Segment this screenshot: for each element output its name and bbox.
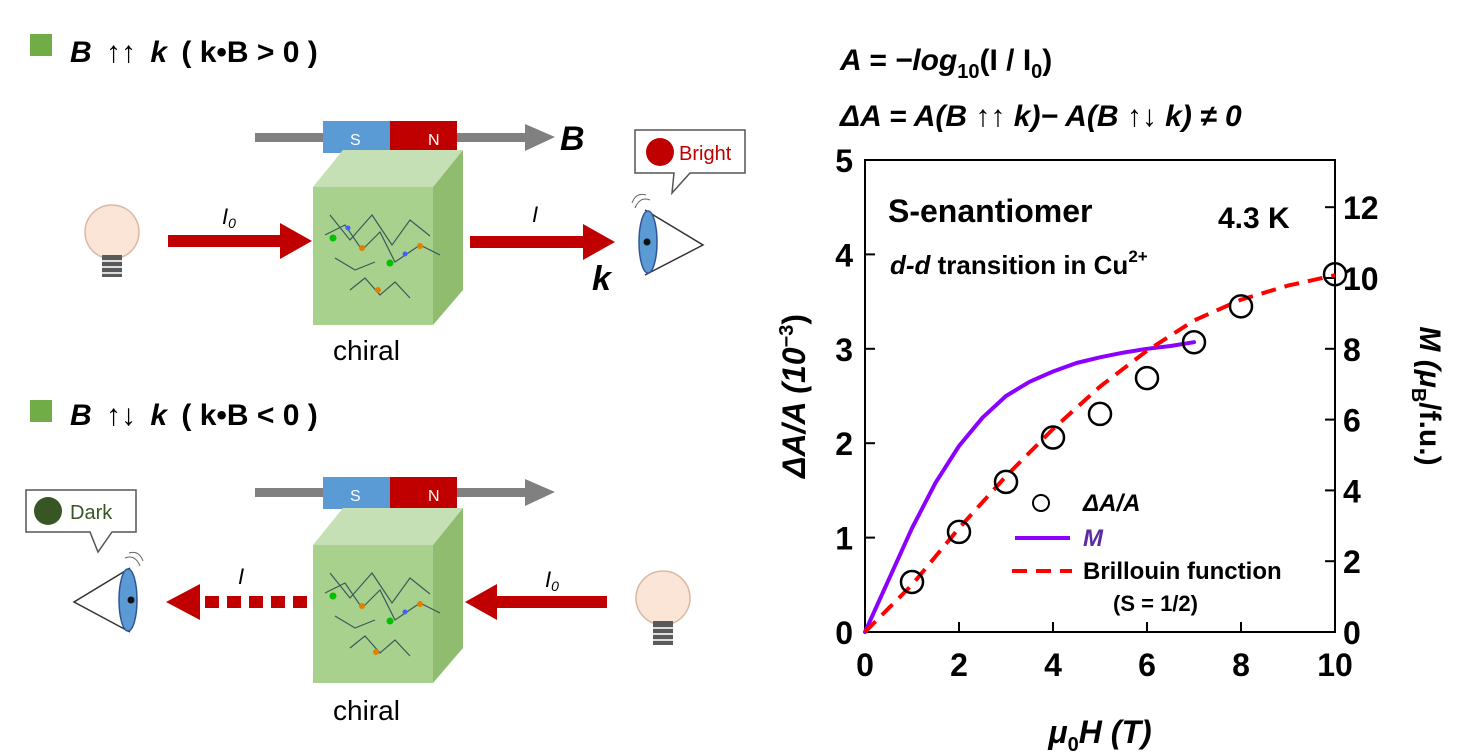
- y-left-tick-label: 5: [835, 143, 853, 179]
- y-axis-right-title: M (μB/f.u.): [1407, 326, 1446, 465]
- x-tick-label: 0: [856, 647, 874, 683]
- magnet-top: S N: [323, 121, 457, 153]
- y-right-tick-label: 2: [1343, 544, 1361, 580]
- light-bulb-icon: [84, 204, 140, 277]
- wave-label-top: k: [592, 260, 613, 298]
- data-point: [1228, 294, 1254, 319]
- dark-label: Dark: [70, 502, 113, 524]
- series-layer: [863, 261, 1348, 634]
- dark-dot-icon: [34, 497, 62, 525]
- legend-square-bottom: [30, 400, 52, 422]
- bottom-ticks: 0 2 4 6 8 10: [856, 622, 1353, 683]
- incident-beam-top: [168, 223, 312, 259]
- transmitted-beam-top: [470, 224, 615, 260]
- magnet-bottom: S N: [323, 477, 457, 509]
- x-axis-title: μ0H (T): [1047, 714, 1151, 754]
- condition-top: B ↑↑ k ( k•B > 0 ): [70, 36, 318, 69]
- legend-item-deltaA: ΔA/A: [1082, 490, 1140, 517]
- x-tick-label: 8: [1232, 647, 1250, 683]
- magnet-s-label: S: [350, 488, 361, 505]
- legend-item-M: M: [1083, 525, 1104, 552]
- intensity-in-bottom: I0: [545, 567, 559, 594]
- chiral-cube-bottom: [313, 508, 463, 683]
- bright-label: Bright: [679, 143, 732, 165]
- panel-bottom: B ↑↓ k ( k•B < 0 ) S N: [25, 399, 691, 726]
- data-point: [1087, 401, 1113, 427]
- temperature-annotation: 4.3 K: [1218, 202, 1290, 235]
- x-tick-label: 2: [950, 647, 968, 683]
- data-point: [899, 569, 925, 595]
- legend: ΔA/A M Brillouin function (S = 1/2): [1012, 490, 1282, 616]
- data-point: [1040, 425, 1066, 450]
- legend-item-spin: (S = 1/2): [1113, 591, 1198, 616]
- sample-label-bottom: chiral: [333, 695, 400, 726]
- data-point: [1322, 261, 1348, 287]
- data-point: [993, 469, 1019, 495]
- sample-label-top: chiral: [333, 335, 400, 366]
- intensity-out-top: I: [532, 202, 538, 227]
- data-point: [946, 519, 972, 545]
- plot-frame: [864, 159, 1336, 633]
- dark-bubble: Dark: [25, 489, 137, 554]
- right-ticks: 0 2 4 6 8 10 12: [1325, 190, 1379, 651]
- transition-annotation: d-d transition in Cu2+: [890, 247, 1148, 280]
- legend-marker-circle: [1032, 494, 1050, 512]
- legend-square-top: [30, 34, 52, 56]
- y-right-tick-label: 4: [1343, 473, 1361, 509]
- magnet-s-label: S: [350, 132, 361, 149]
- magnet-n-label: N: [428, 488, 440, 505]
- y-left-tick-label: 3: [835, 332, 853, 368]
- data-point: [1181, 329, 1207, 355]
- transmitted-beam-bottom: [166, 584, 307, 620]
- left-ticks: 0 1 2 3 4 5: [835, 143, 875, 651]
- y-right-tick-label: 6: [1343, 403, 1361, 439]
- bright-bubble: Bright: [634, 129, 746, 196]
- y-left-tick-label: 1: [835, 521, 853, 557]
- y-right-tick-label: 10: [1343, 261, 1379, 297]
- equation-absorbance: A = −log10(I / I0): [839, 44, 1052, 83]
- field-label-top: B: [560, 120, 585, 158]
- x-tick-label: 10: [1317, 647, 1353, 683]
- panel-top: B ↑↑ k ( k•B > 0 ) S N B: [30, 34, 746, 366]
- equation-delta-a: ΔA = A(B ↑↑ k)− A(B ↑↓ k) ≠ 0: [839, 100, 1242, 133]
- incident-beam-bottom: [465, 584, 607, 620]
- sample-annotation: S-enantiomer: [888, 193, 1092, 229]
- y-left-tick-label: 0: [835, 615, 853, 651]
- y-right-tick-label: 8: [1343, 332, 1361, 368]
- series-brillouin-line: [863, 273, 1336, 634]
- magnet-n-label: N: [428, 132, 440, 149]
- y-right-tick-label: 12: [1343, 190, 1379, 226]
- data-point: [1134, 365, 1160, 391]
- y-left-tick-label: 4: [835, 237, 853, 273]
- condition-bottom: B ↑↓ k ( k•B < 0 ): [70, 399, 318, 432]
- y-axis-left-title: ΔA/A (10−3): [776, 314, 812, 479]
- eye-icon: [631, 193, 705, 276]
- intensity-in-top: I0: [222, 204, 236, 231]
- chiral-cube-top: [313, 150, 463, 325]
- eye-icon: [72, 551, 144, 633]
- series-M-line: [863, 340, 1196, 634]
- legend-item-brillouin: Brillouin function: [1083, 558, 1282, 585]
- intensity-out-bottom: I: [238, 564, 244, 589]
- light-bulb-icon: [635, 570, 691, 645]
- y-left-tick-label: 2: [835, 426, 853, 462]
- x-tick-label: 4: [1044, 647, 1062, 683]
- y-right-tick-label: 0: [1343, 615, 1361, 651]
- bright-dot-icon: [646, 138, 674, 166]
- x-tick-label: 6: [1138, 647, 1156, 683]
